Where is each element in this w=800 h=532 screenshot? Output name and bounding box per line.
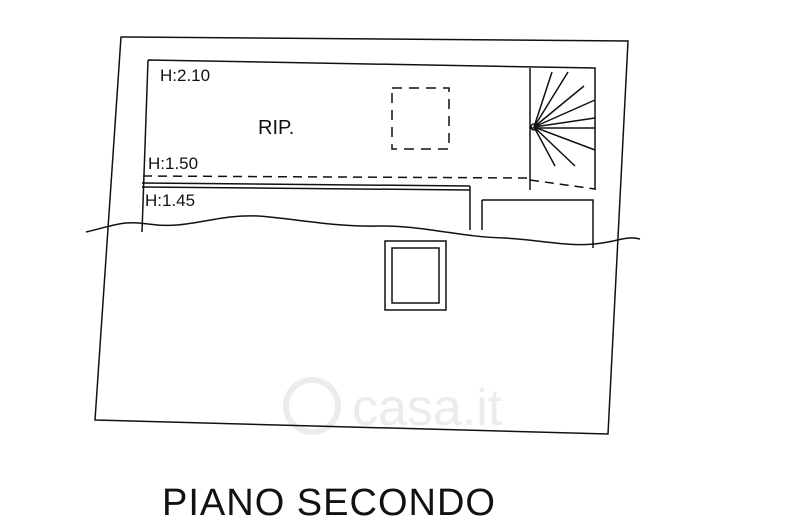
height-line-145-b bbox=[141, 186, 471, 191]
opening-inner bbox=[391, 247, 440, 304]
stair-dashed-bottom bbox=[529, 179, 596, 190]
stair-outline bbox=[529, 68, 595, 190]
inner-wall bbox=[141, 59, 596, 233]
plan-title: PIANO SECONDO bbox=[162, 482, 496, 524]
watermark-logo-icon bbox=[283, 377, 341, 435]
height-line-145-a bbox=[141, 182, 471, 187]
height-line-150 bbox=[142, 175, 531, 179]
outer-wall bbox=[94, 36, 629, 435]
room-label: RIP. bbox=[258, 117, 294, 139]
skylight-dashed bbox=[391, 87, 450, 150]
stair-pivot bbox=[530, 123, 538, 131]
opening-outer bbox=[384, 240, 447, 311]
plan-lines bbox=[85, 36, 641, 435]
break-line bbox=[85, 215, 641, 246]
stair-treads bbox=[533, 71, 596, 167]
height-label-top: H:2.10 bbox=[160, 66, 210, 85]
partition-wall bbox=[469, 186, 594, 248]
height-label-middle: H:1.50 bbox=[148, 154, 198, 173]
height-label-bottom: H:1.45 bbox=[145, 191, 195, 210]
